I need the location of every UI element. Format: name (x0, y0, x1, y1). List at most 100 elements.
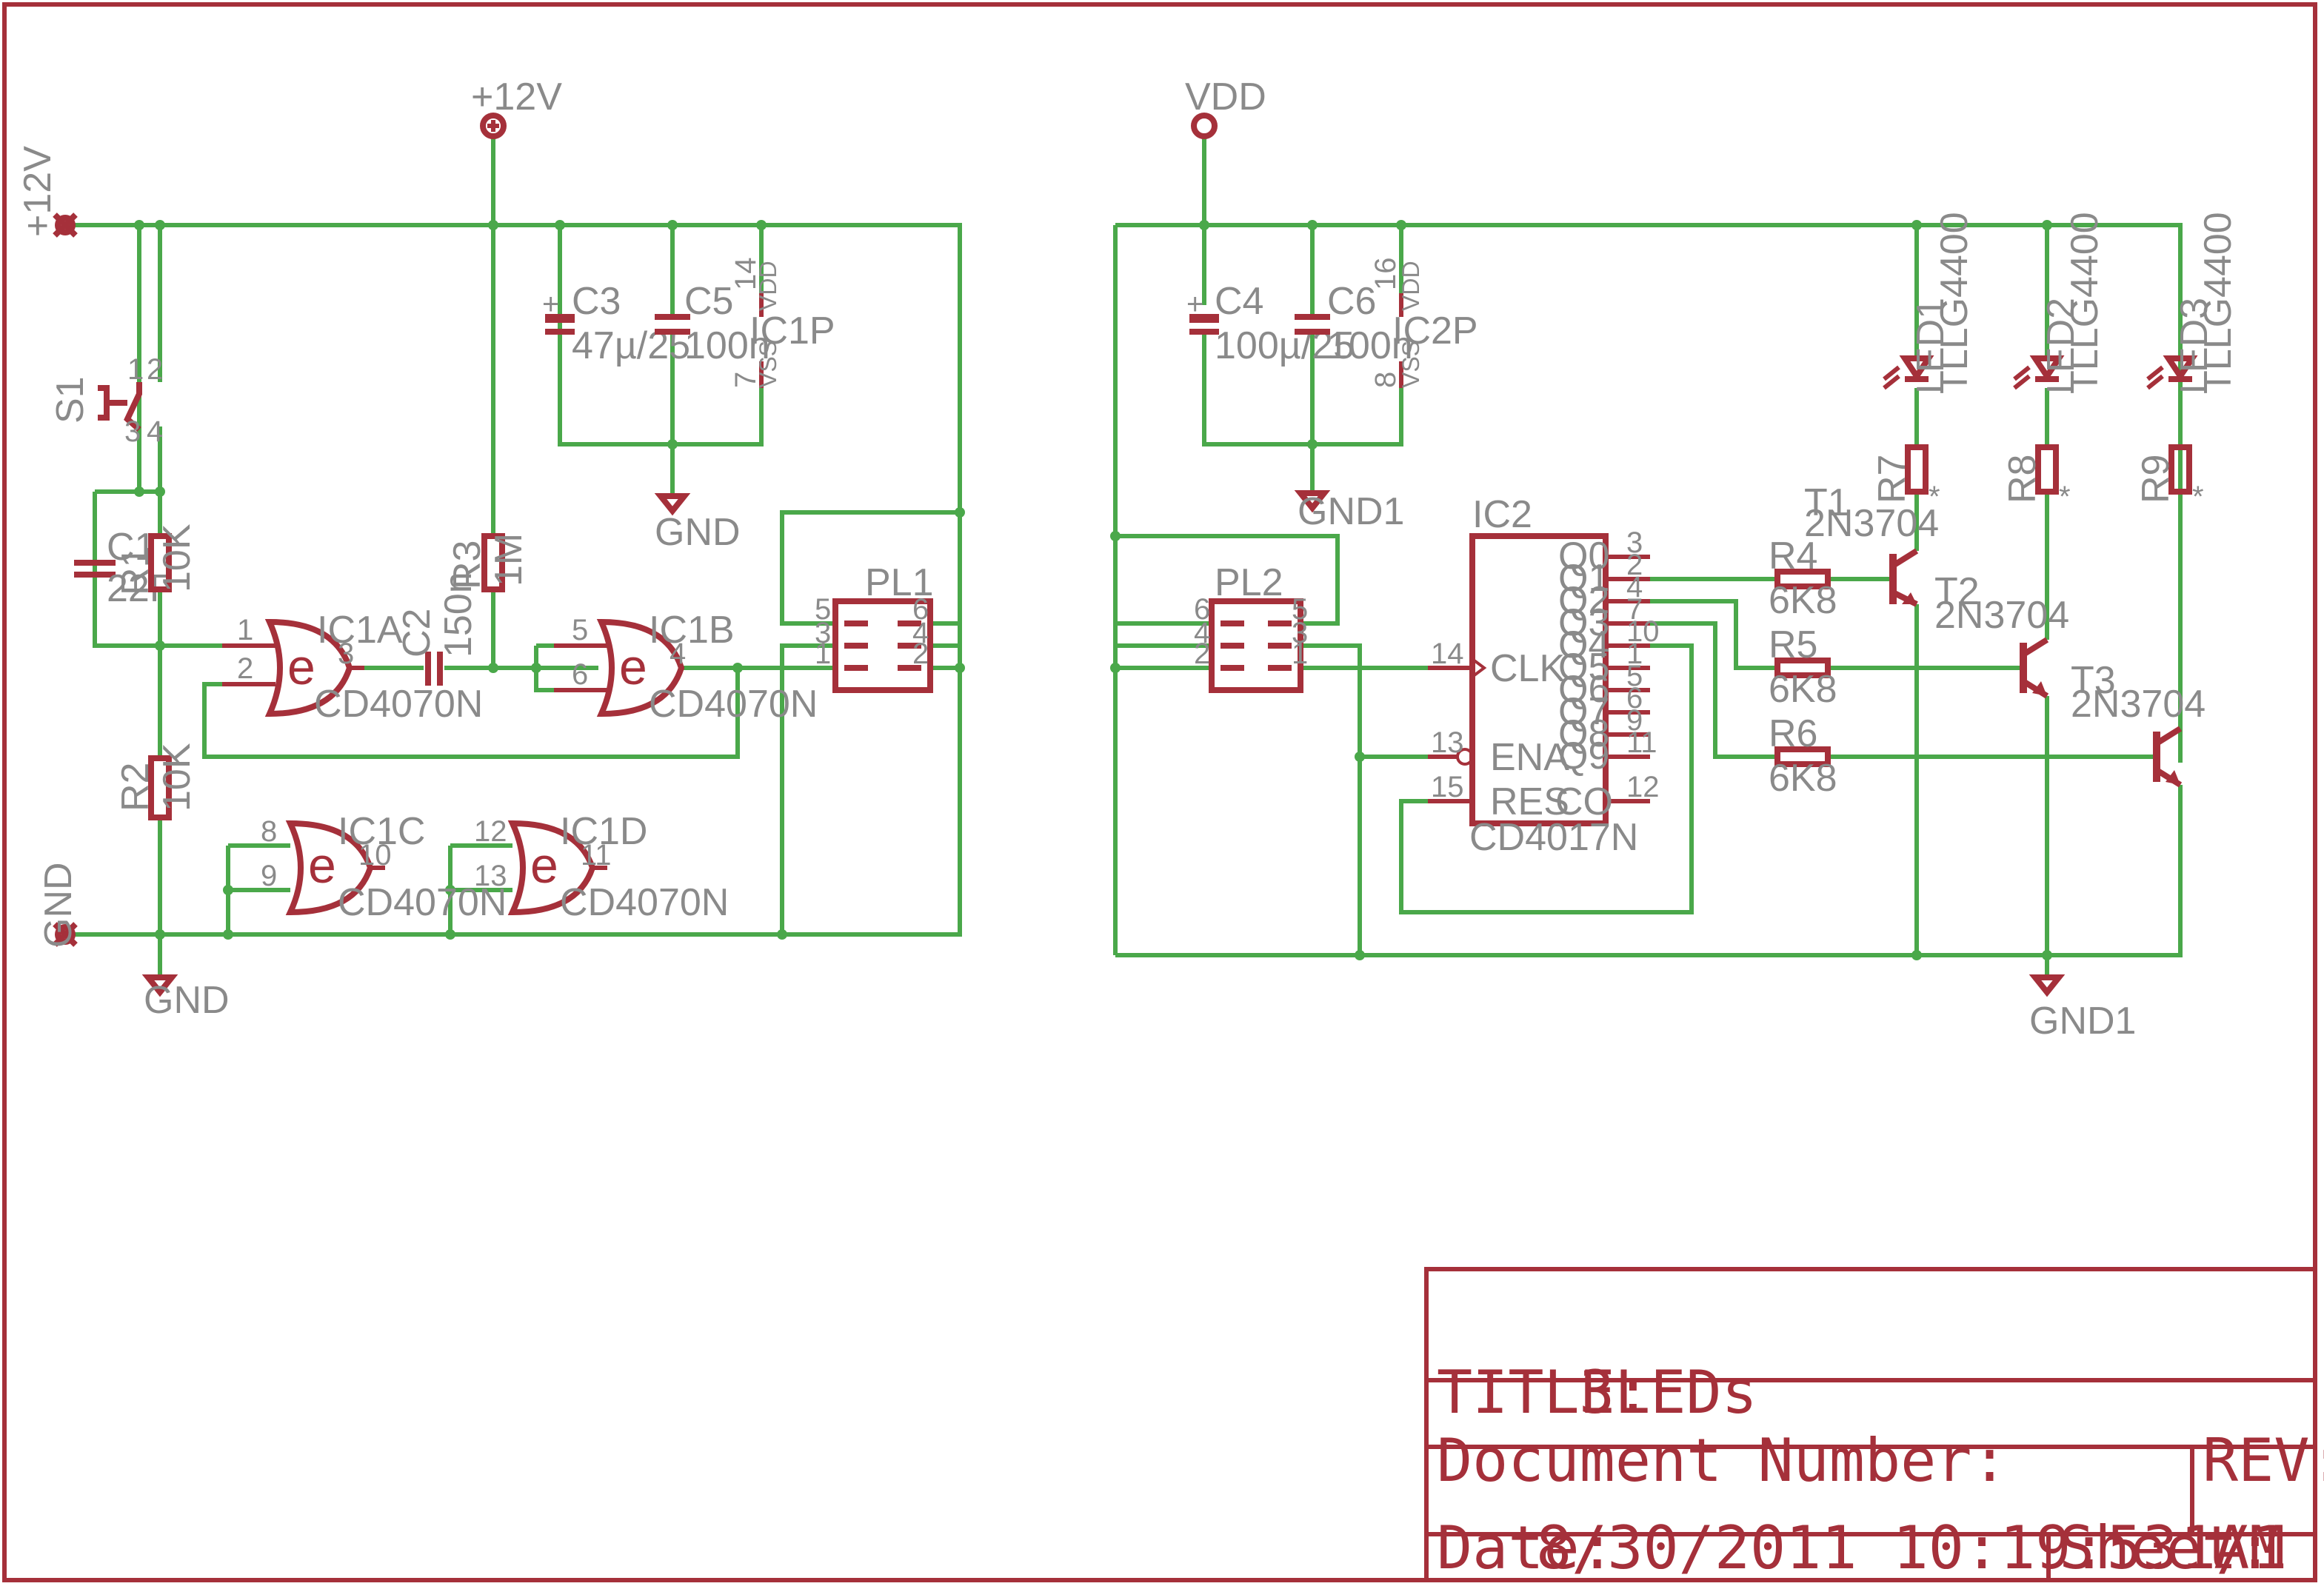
gate-ic1a: e IC1A CD4070N 1 2 3 (222, 609, 483, 726)
c5-value: 100n (684, 324, 770, 367)
r9-label: R9 (2134, 455, 2177, 504)
c5-label: C5 (684, 280, 733, 323)
capacitor-c2: C2 150n (395, 572, 480, 686)
ic2p-pin-16: 16 (1369, 258, 1402, 291)
rev-label: REV: (2203, 1426, 2324, 1495)
pl2-pin-6: 6 (1194, 593, 1210, 626)
pl2-pin-3: 3 (1292, 617, 1308, 649)
r5-label: R5 (1769, 623, 1817, 666)
resistor-r8: R8 * (2001, 444, 2071, 513)
ic2p-label: IC2P (1392, 310, 1478, 352)
t3-label: T3 (2071, 659, 2116, 702)
ic1a-label: IC1A (317, 609, 403, 652)
ic2-ena: ENA (1490, 736, 1569, 779)
ic2-q2: Q2 (1558, 579, 1609, 622)
ic2p-pin-8: 8 (1369, 372, 1402, 388)
capacitor-c4: + C4 100µ/25 (1186, 280, 1355, 367)
ic1d-symbol: e (530, 837, 558, 894)
ic1c-pin-9: 9 (261, 860, 277, 892)
led1-value: TLLG4400 (1933, 212, 1976, 394)
r4-value: 6K8 (1769, 579, 1837, 622)
ic1a-pin-3: 3 (338, 638, 354, 670)
ic2-q9: Q9 (1558, 735, 1609, 777)
gate-ic1b: e IC1B CD4070N 5 6 4 (554, 609, 818, 726)
gnd-symbol-mid: GND (654, 493, 741, 554)
pl2-pin-4: 4 (1194, 617, 1210, 649)
ic1a-symbol: e (287, 639, 315, 695)
ic1d-label: IC1D (560, 810, 647, 853)
ic1p-vss: VSS (755, 341, 781, 388)
ic1d-type: CD4070N (560, 881, 729, 924)
gnd1-bottom-label: GND1 (2029, 1000, 2136, 1043)
led3-label: LED3 (2173, 298, 2216, 394)
pl2-pin-1: 1 (1292, 638, 1308, 670)
gnd-symbol-left: GND (141, 974, 230, 1022)
right-wires (1113, 136, 2183, 977)
c1-label: C1 (107, 526, 156, 569)
resistor-r4: R4 6K8 (1769, 535, 1837, 622)
ic2-pin-3: 3 (1626, 526, 1643, 559)
pl2-pin-2: 2 (1194, 638, 1210, 670)
port-12v: +12V (16, 146, 78, 238)
pl1-pin-5: 5 (815, 593, 831, 626)
c6-value: 100n (1327, 324, 1413, 367)
resistor-r9: R9 * (2134, 444, 2204, 513)
gate-ic1d: e IC1D CD4070N 12 13 11 (474, 810, 729, 924)
ic2-q7: Q7 (1558, 690, 1609, 733)
ic2p-power: 16 VDD IC2P 8 VSS (1369, 258, 1478, 388)
c4-plus: + (1186, 288, 1203, 321)
capacitor-c3: + C3 47µ/25 (542, 280, 690, 367)
ic2-pin-5: 5 (1626, 660, 1643, 692)
t1-label: T1 (1804, 481, 1849, 524)
t3-value: 2N3704 (2071, 683, 2206, 726)
connector-pl1: PL1 5 3 1 6 4 2 (815, 561, 934, 693)
ic1c-label: IC1C (338, 810, 425, 853)
led-3: LED3 TLLG4400 (2146, 212, 2240, 394)
s1-pin-4: 4 (147, 415, 163, 448)
ic1d-pin-13: 13 (474, 860, 507, 892)
gate-ic1c: e IC1C CD4070N 8 9 10 (261, 810, 507, 924)
ic1b-pin-6: 6 (572, 658, 588, 691)
ic1c-pin-10: 10 (358, 839, 392, 872)
ic2-pin-9: 9 (1626, 704, 1643, 737)
c4-value: 100µ/25 (1215, 324, 1355, 367)
ic1b-pin-5: 5 (572, 614, 588, 646)
resistor-r2: R2 10K (114, 743, 198, 820)
resistor-r5: R5 6K8 (1769, 623, 1837, 711)
sheet-label: Sheet: (2059, 1513, 2273, 1582)
s1-pin-3: 3 (124, 415, 141, 448)
ic1b-symbol: e (619, 639, 647, 695)
ic2-type: CD4017N (1469, 816, 1638, 859)
title-block: TITLE: 3LEDs Document Number: REV: Date:… (1424, 1267, 2324, 1582)
ic1d-pin-12: 12 (474, 815, 507, 848)
ic1c-pin-8: 8 (261, 815, 277, 848)
pl2-label: PL2 (1215, 561, 1283, 604)
transistor-t3: T3 2N3704 (2071, 659, 2206, 788)
r1-value: 10K (156, 523, 198, 592)
r8-star: * (2059, 481, 2071, 513)
pl1-pin-2: 2 (912, 638, 929, 670)
r2-value: 10K (156, 743, 198, 812)
vdd-label: VDD (1185, 76, 1266, 118)
ic1p-vdd: VDD (755, 261, 781, 311)
led2-value: TLLG4400 (2063, 212, 2106, 394)
ic2-co: CO (1555, 780, 1613, 823)
c3-plus: + (542, 288, 559, 321)
ic1p-pin-14: 14 (729, 258, 762, 291)
r1-label: R1 (114, 546, 157, 595)
ic2-pin-14: 14 (1431, 638, 1464, 670)
ic1a-pin-1: 1 (237, 614, 253, 646)
c3-label: C3 (572, 280, 621, 323)
switch-s1: 1 2 3 4 S1 (49, 353, 163, 448)
r4-label: R4 (1769, 535, 1817, 578)
r2-label: R2 (114, 763, 157, 812)
ic2-pin-2: 2 (1626, 549, 1643, 581)
c2-label: C2 (395, 609, 438, 658)
connector-pl2: PL2 6 4 2 5 3 1 (1194, 561, 1308, 693)
ic1a-pin-2: 2 (237, 652, 253, 685)
c6-label: C6 (1327, 280, 1376, 323)
junction-dots (134, 220, 2052, 960)
ic2-q1: Q1 (1558, 557, 1609, 600)
